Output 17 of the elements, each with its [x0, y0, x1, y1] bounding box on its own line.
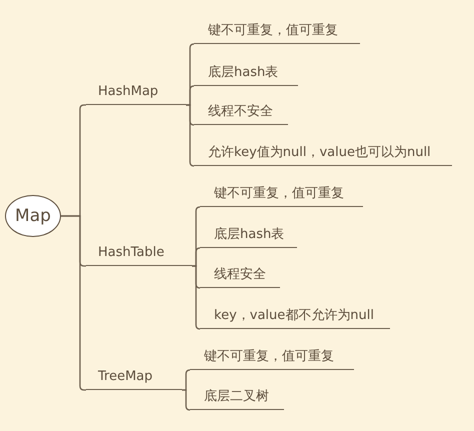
subtopic: 线程安全	[200, 266, 280, 288]
connector-line	[186, 104, 195, 167]
subtopic: 键不可重复，值可重复	[194, 22, 360, 44]
connector-line	[192, 265, 201, 330]
subtopic: 键不可重复，值可重复	[190, 348, 354, 370]
subtopic: 键不可重复，值可重复	[200, 185, 363, 207]
subtopic: 线程不安全	[194, 103, 288, 125]
branch-topic: HashMap	[86, 83, 186, 105]
subtopic: 底层hash表	[200, 226, 297, 248]
subtopic: key，value都不允许为null	[200, 307, 390, 329]
subtopic: 底层hash表	[194, 64, 298, 86]
branch-topic: HashTable	[86, 244, 192, 266]
subtopic: 底层二叉树	[190, 388, 284, 410]
root-topic-ellipse: Map	[5, 195, 61, 237]
subtopic: 允许key值为null，value也可以为null	[194, 144, 452, 166]
branch-topic: TreeMap	[86, 368, 182, 390]
connector-line	[182, 389, 191, 411]
